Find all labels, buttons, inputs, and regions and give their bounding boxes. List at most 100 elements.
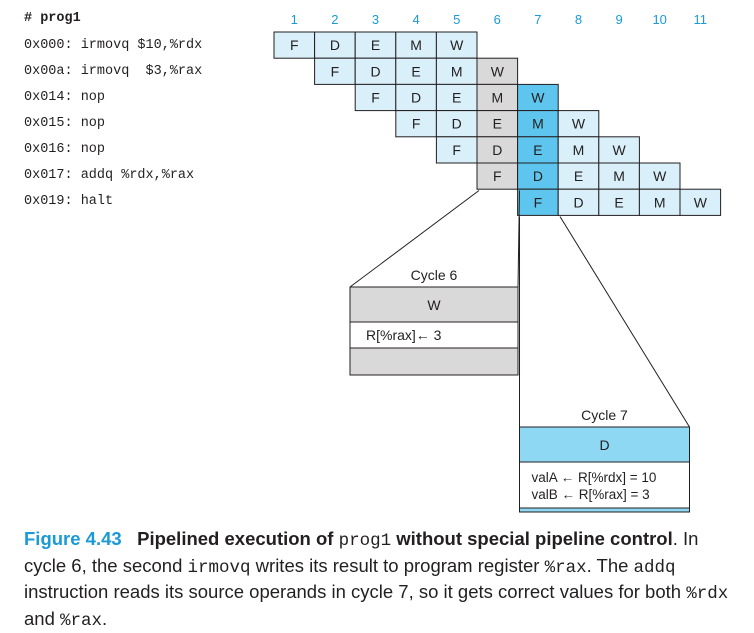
stage-label: M — [491, 90, 503, 106]
program-title: # prog1 — [24, 11, 81, 26]
stage-label: D — [452, 116, 462, 132]
caption-code: addq — [633, 557, 676, 578]
cycle-number: 10 — [652, 12, 666, 27]
stage-cell — [435, 136, 478, 164]
caption-text: . The — [586, 554, 634, 576]
stage-label: D — [533, 168, 543, 184]
stage-label: M — [532, 116, 544, 132]
stage-label: D — [411, 90, 421, 106]
stage-label: M — [573, 142, 585, 158]
cycle6-stage-header — [349, 286, 519, 323]
stage-label: W — [531, 90, 545, 106]
cycle6-title: Cycle 6 — [411, 267, 458, 283]
cycle7-title: Cycle 7 — [581, 407, 628, 423]
caption-text: and — [24, 607, 61, 629]
stage-label: W — [694, 194, 708, 210]
code-line: 0x019: halt — [24, 194, 114, 209]
caption-text: writes its result to program register — [250, 554, 545, 576]
stage-label: E — [411, 63, 420, 79]
stage-label: E — [574, 168, 583, 184]
cycle7-valB: valB ← R[%rax] = 3 — [532, 487, 650, 502]
code-line: 0x017: addq %rdx,%rax — [24, 168, 195, 183]
stage-cell — [517, 83, 559, 112]
stage-label: E — [493, 116, 502, 132]
stage-label: W — [653, 168, 667, 184]
stage-label: M — [451, 63, 463, 79]
stage-label: F — [534, 194, 543, 210]
stage-label: E — [614, 194, 623, 210]
cycle7-stage-label: D — [599, 437, 609, 453]
stage-label: D — [492, 142, 502, 158]
figure-title-post: without special pipeline control — [391, 528, 673, 549]
connector-line — [349, 190, 480, 288]
stage-label: E — [371, 37, 380, 53]
cycle7-operands-row — [519, 461, 690, 509]
stage-label: F — [290, 37, 299, 53]
stage-cell — [598, 162, 640, 190]
connector-line — [559, 216, 690, 428]
figure-title-code: prog1 — [338, 531, 392, 551]
cycle-number: 11 — [694, 12, 708, 27]
figure-title-pre: Pipelined execution of — [137, 528, 339, 549]
cycle-number: 7 — [534, 12, 541, 27]
stage-cell — [557, 110, 600, 138]
stage-label: D — [573, 194, 583, 210]
stage-cell — [435, 31, 478, 59]
stage-cell — [435, 57, 478, 85]
stage-cell — [476, 136, 519, 164]
code-line: 0x015: nop — [24, 116, 106, 131]
cycle-number: 6 — [494, 12, 501, 27]
cycle6-register-update: R[%rax]← 3 — [366, 327, 442, 343]
code-line: 0x014: nop — [24, 90, 106, 105]
caption-text: . — [102, 607, 108, 629]
stage-cell — [598, 188, 640, 216]
figure-label: Figure 4.43 — [24, 528, 122, 549]
caption-code: irmovq — [187, 557, 251, 578]
cycle-number: 3 — [372, 12, 379, 27]
cycle-number: 8 — [575, 12, 582, 27]
cycle7-valA: valA ← R[%rdx] = 10 — [532, 470, 657, 485]
cycle-number: 9 — [615, 12, 622, 27]
stage-label: W — [612, 142, 626, 158]
stage-label: D — [370, 63, 380, 79]
cycle-number: 2 — [331, 12, 338, 27]
stage-cell — [354, 57, 397, 85]
stage-cell — [273, 31, 316, 59]
stage-label: F — [452, 142, 461, 158]
stage-label: F — [331, 63, 340, 79]
code-line: 0x000: irmovq $10,%rdx — [24, 38, 203, 53]
stage-label: E — [452, 90, 461, 106]
cycle6-update-row — [349, 321, 519, 349]
stage-cell — [476, 57, 519, 85]
stage-cell — [395, 110, 437, 138]
stage-label: W — [491, 63, 505, 79]
caption-code: %rax — [60, 610, 103, 631]
caption-code: %rax — [544, 557, 587, 578]
stage-cell — [314, 57, 356, 85]
code-line: 0x016: nop — [24, 142, 106, 157]
cycle-number: 4 — [412, 12, 419, 27]
cycle7-stage-header — [519, 426, 690, 463]
stage-label: M — [613, 168, 625, 184]
connector-line — [517, 190, 520, 288]
cycle-number: 5 — [453, 12, 460, 27]
stage-label: F — [493, 168, 502, 184]
figure-caption: Figure 4.43 Pipelined execution of prog1… — [24, 527, 736, 633]
cycle7-bottom-band — [519, 507, 690, 513]
stage-cell — [476, 83, 519, 112]
cycle6-stage-label: W — [427, 297, 441, 313]
caption-text: instruction reads its source operands in… — [24, 581, 687, 602]
caption-code: %rdx — [686, 584, 729, 604]
stage-label: W — [450, 37, 464, 53]
caption-text: . In cycle 6, the second — [24, 528, 699, 576]
stage-cell — [395, 83, 437, 112]
stage-cell — [557, 136, 600, 164]
stage-label: M — [654, 194, 666, 210]
cycle-number: 1 — [291, 12, 298, 27]
stage-cell — [354, 31, 397, 59]
stage-label: E — [533, 142, 542, 158]
stage-label: F — [412, 116, 421, 132]
stage-cell — [679, 188, 722, 216]
figure-title: Pipelined execution of prog1 without spe… — [137, 528, 673, 551]
stage-label: W — [572, 116, 586, 132]
